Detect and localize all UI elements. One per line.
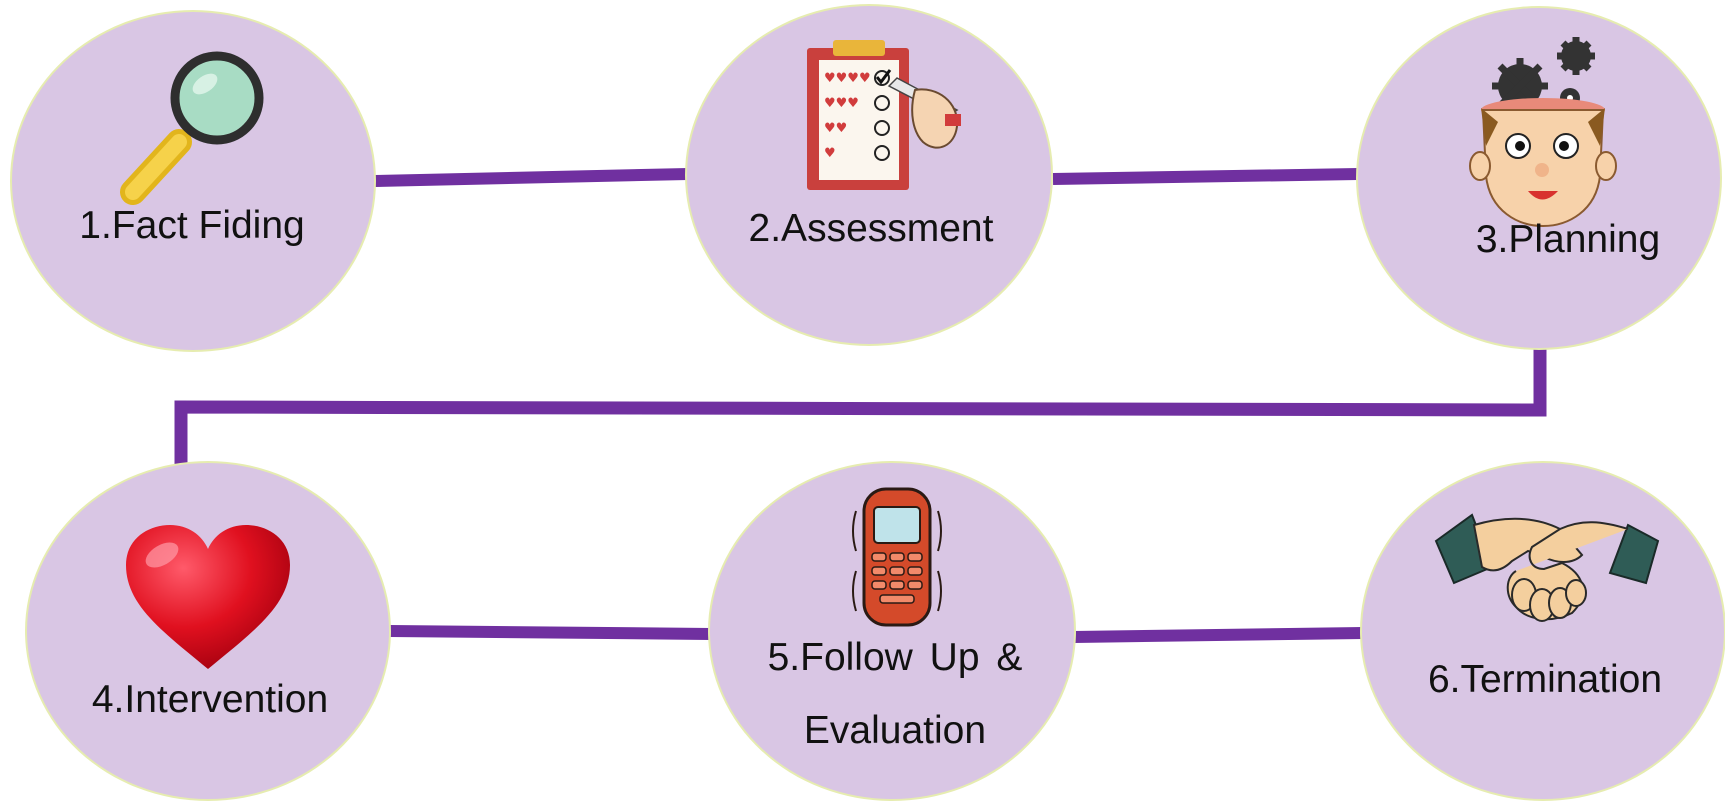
step-intervention: 4.Intervention <box>25 461 391 801</box>
svg-text:♥♥♥: ♥♥♥ <box>824 96 859 111</box>
magnifying-glass-icon <box>120 51 264 205</box>
heart-icon <box>126 525 290 669</box>
connector-4-5 <box>389 625 712 640</box>
connector-1-2 <box>374 168 689 187</box>
handshake-icon <box>1434 513 1660 622</box>
connector-5-6 <box>1073 627 1364 643</box>
connector-3-4 <box>174 344 1547 465</box>
thinking-head-gears-icon <box>1469 37 1617 228</box>
step-follow-up-evaluation: 5.Follow Up & Evaluation <box>708 461 1076 801</box>
step-assessment: ♥♥♥♥ ♥♥♥ ♥♥ ♥ 2.Assessment <box>685 4 1053 346</box>
step-label: 2.Assessment <box>748 207 994 250</box>
clipboard-checklist-icon: ♥♥♥♥ ♥♥♥ ♥♥ ♥ <box>807 40 961 190</box>
svg-text:♥♥: ♥♥ <box>824 121 847 136</box>
step-label: 3.Planning <box>1475 218 1661 261</box>
step-label: 6.Termination <box>1427 658 1663 701</box>
step-label: 4.Intervention <box>91 678 329 721</box>
step-label: 5.Follow Up & Evaluation <box>767 636 1023 752</box>
ringing-phone-icon <box>852 487 942 627</box>
svg-text:♥: ♥ <box>824 146 836 161</box>
connector-2-3 <box>1052 168 1359 185</box>
svg-text:♥♥♥♥: ♥♥♥♥ <box>824 71 871 86</box>
step-termination: 6.Termination <box>1360 461 1725 801</box>
step-planning: 3.Planning <box>1356 6 1722 350</box>
step-label: 1.Fact Fiding <box>79 204 305 247</box>
step-fact-finding: 1.Fact Fiding <box>10 10 376 352</box>
